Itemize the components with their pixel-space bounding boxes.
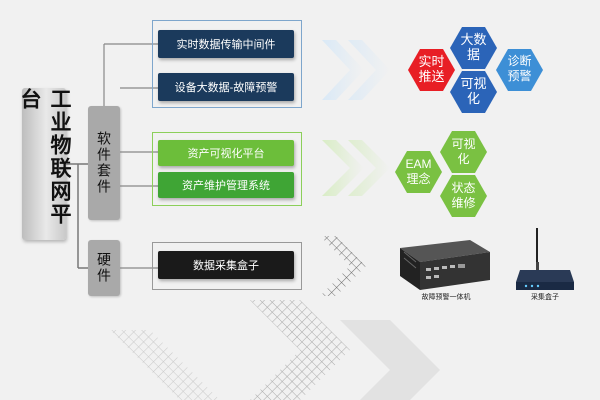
root-title-box: 工业物联网平台 (18, 88, 71, 240)
mesh-decor-2 (110, 330, 220, 400)
panel-hardware (152, 242, 302, 290)
panel-bigdata (152, 20, 302, 108)
hex-bigdata-label: 大数据 (460, 32, 487, 62)
hex-cluster-green (395, 131, 487, 217)
mesh-chevron-1 (320, 236, 366, 296)
hex-green-visual-label: 可视化 (451, 137, 476, 166)
item-middleware[interactable]: 实时数据传输中间件 (158, 30, 294, 58)
hex-realtime-label: 实时推送 (418, 54, 445, 84)
hex-diagnosis (496, 49, 543, 91)
hex-bigdata (450, 27, 497, 69)
hex-cluster-blue (408, 27, 543, 113)
alarm-pc-caption: 故障预警一体机 (421, 294, 471, 301)
hex-visual (450, 71, 497, 113)
item-asset-mgmt[interactable]: 资产维护管理系统 (158, 172, 294, 198)
item-collector[interactable]: 数据采集盒子 (158, 251, 294, 279)
green-chevron-1 (322, 140, 364, 196)
software-label: 软件套件 (96, 131, 112, 195)
root-title: 工业物联网平台 (18, 88, 71, 226)
item-bigdata-alarm[interactable]: 设备大数据-故障预警 (158, 73, 294, 101)
item-asset-visual[interactable]: 资产可视化平台 (158, 140, 294, 166)
collector-box-caption: 采集盒子 (531, 294, 559, 301)
green-chevron-2 (348, 140, 390, 196)
hex-visual-label: 可视化 (460, 76, 487, 106)
software-group: 软件套件 (88, 106, 120, 220)
panel-asset (152, 132, 302, 206)
hex-status (440, 175, 487, 217)
blue-chevron-1 (322, 40, 364, 100)
hex-diagnosis-label: 诊断预警 (507, 54, 532, 83)
hex-eam (395, 151, 442, 193)
hex-status-label: 状态维修 (451, 181, 476, 210)
mesh-decor-1 (250, 300, 350, 400)
hardware-label: 硬件 (96, 252, 112, 284)
hardware-group: 硬件 (88, 240, 120, 296)
grey-decor (340, 320, 440, 400)
hex-green-visual (440, 131, 487, 173)
hex-realtime (408, 49, 455, 91)
blue-chevron-2 (348, 40, 390, 100)
